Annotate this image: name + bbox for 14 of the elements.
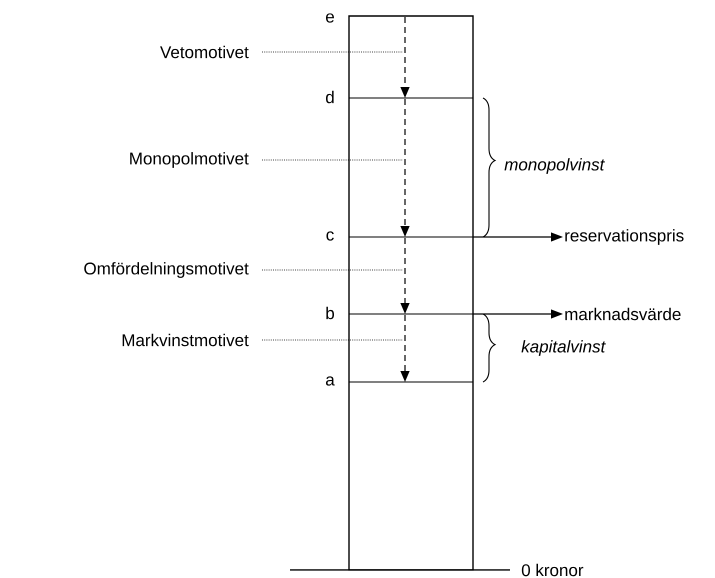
level-letter: a — [326, 376, 335, 386]
price-label: reservationspris — [565, 229, 684, 245]
brace-label: kapitalvinst — [521, 340, 606, 356]
motive-label: Omfördelningsmotivet — [84, 262, 249, 278]
level-letter: e — [326, 13, 334, 23]
axis-label: 0 kronor — [522, 564, 584, 576]
price-label: marknadsvärde — [565, 308, 681, 320]
motive-label: Vetomotivet — [160, 46, 249, 58]
brace-label: monopolvinst — [504, 158, 605, 174]
level-letter: b — [326, 306, 334, 320]
level-letter: d — [326, 90, 334, 104]
level-letter: c — [326, 231, 334, 241]
motive-label: Markvinstmotivet — [122, 334, 249, 346]
motive-label: Monopolmotivet — [130, 152, 249, 168]
